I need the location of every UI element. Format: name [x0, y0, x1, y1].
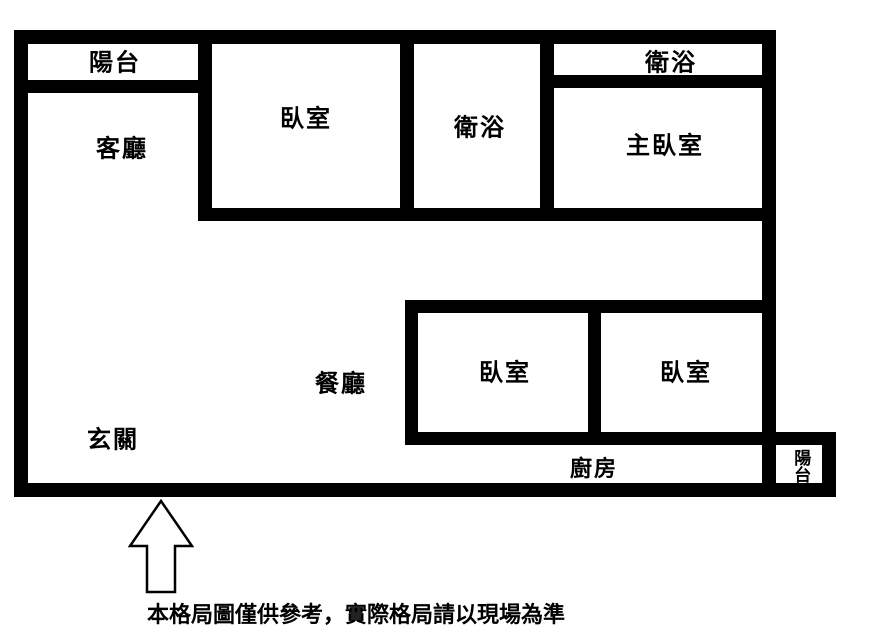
- room-label-master-bedroom: 主臥室: [626, 131, 704, 160]
- room-label-balcony-top: 陽台: [89, 48, 141, 77]
- wall-top-rooms-bottom: [198, 208, 776, 221]
- room-label-bedroom-top: 臥室: [280, 104, 332, 133]
- room-label-living-room: 客廳: [96, 134, 148, 163]
- disclaimer-caption: 本格局圖僅供參考，實際格局請以現場為準: [147, 603, 566, 628]
- room-label-balcony-bottom: 陽台: [790, 449, 811, 483]
- wall-balcony-bottom-right: [822, 432, 836, 497]
- room-label-bathroom-middle: 衛浴: [454, 113, 506, 142]
- room-label-bedroom-middle-right: 臥室: [660, 358, 712, 387]
- room-label-entrance: 玄關: [87, 425, 139, 454]
- wall-middle-bedrooms-left: [405, 300, 418, 445]
- room-label-bathroom-top-right: 衛浴: [645, 48, 697, 77]
- entrance-arrow-icon: [128, 499, 194, 594]
- wall-master-bedroom-left: [540, 30, 554, 221]
- room-label-kitchen: 廚房: [569, 457, 619, 482]
- wall-bedroom-top-left: [198, 30, 212, 221]
- wall-balcony-top-bottom: [14, 80, 212, 93]
- room-label-bedroom-middle-left: 臥室: [479, 358, 531, 387]
- wall-bathroom-top-right-bottom: [554, 75, 776, 88]
- wall-bathroom-middle-left: [400, 30, 414, 221]
- wall-middle-bedrooms-bottom: [405, 432, 836, 445]
- wall-outer-left: [14, 30, 28, 497]
- room-label-dining-room: 餐廳: [315, 369, 367, 398]
- wall-middle-bedrooms-divider: [588, 300, 601, 445]
- wall-outer-right: [762, 30, 776, 497]
- wall-outer-bottom: [14, 483, 836, 497]
